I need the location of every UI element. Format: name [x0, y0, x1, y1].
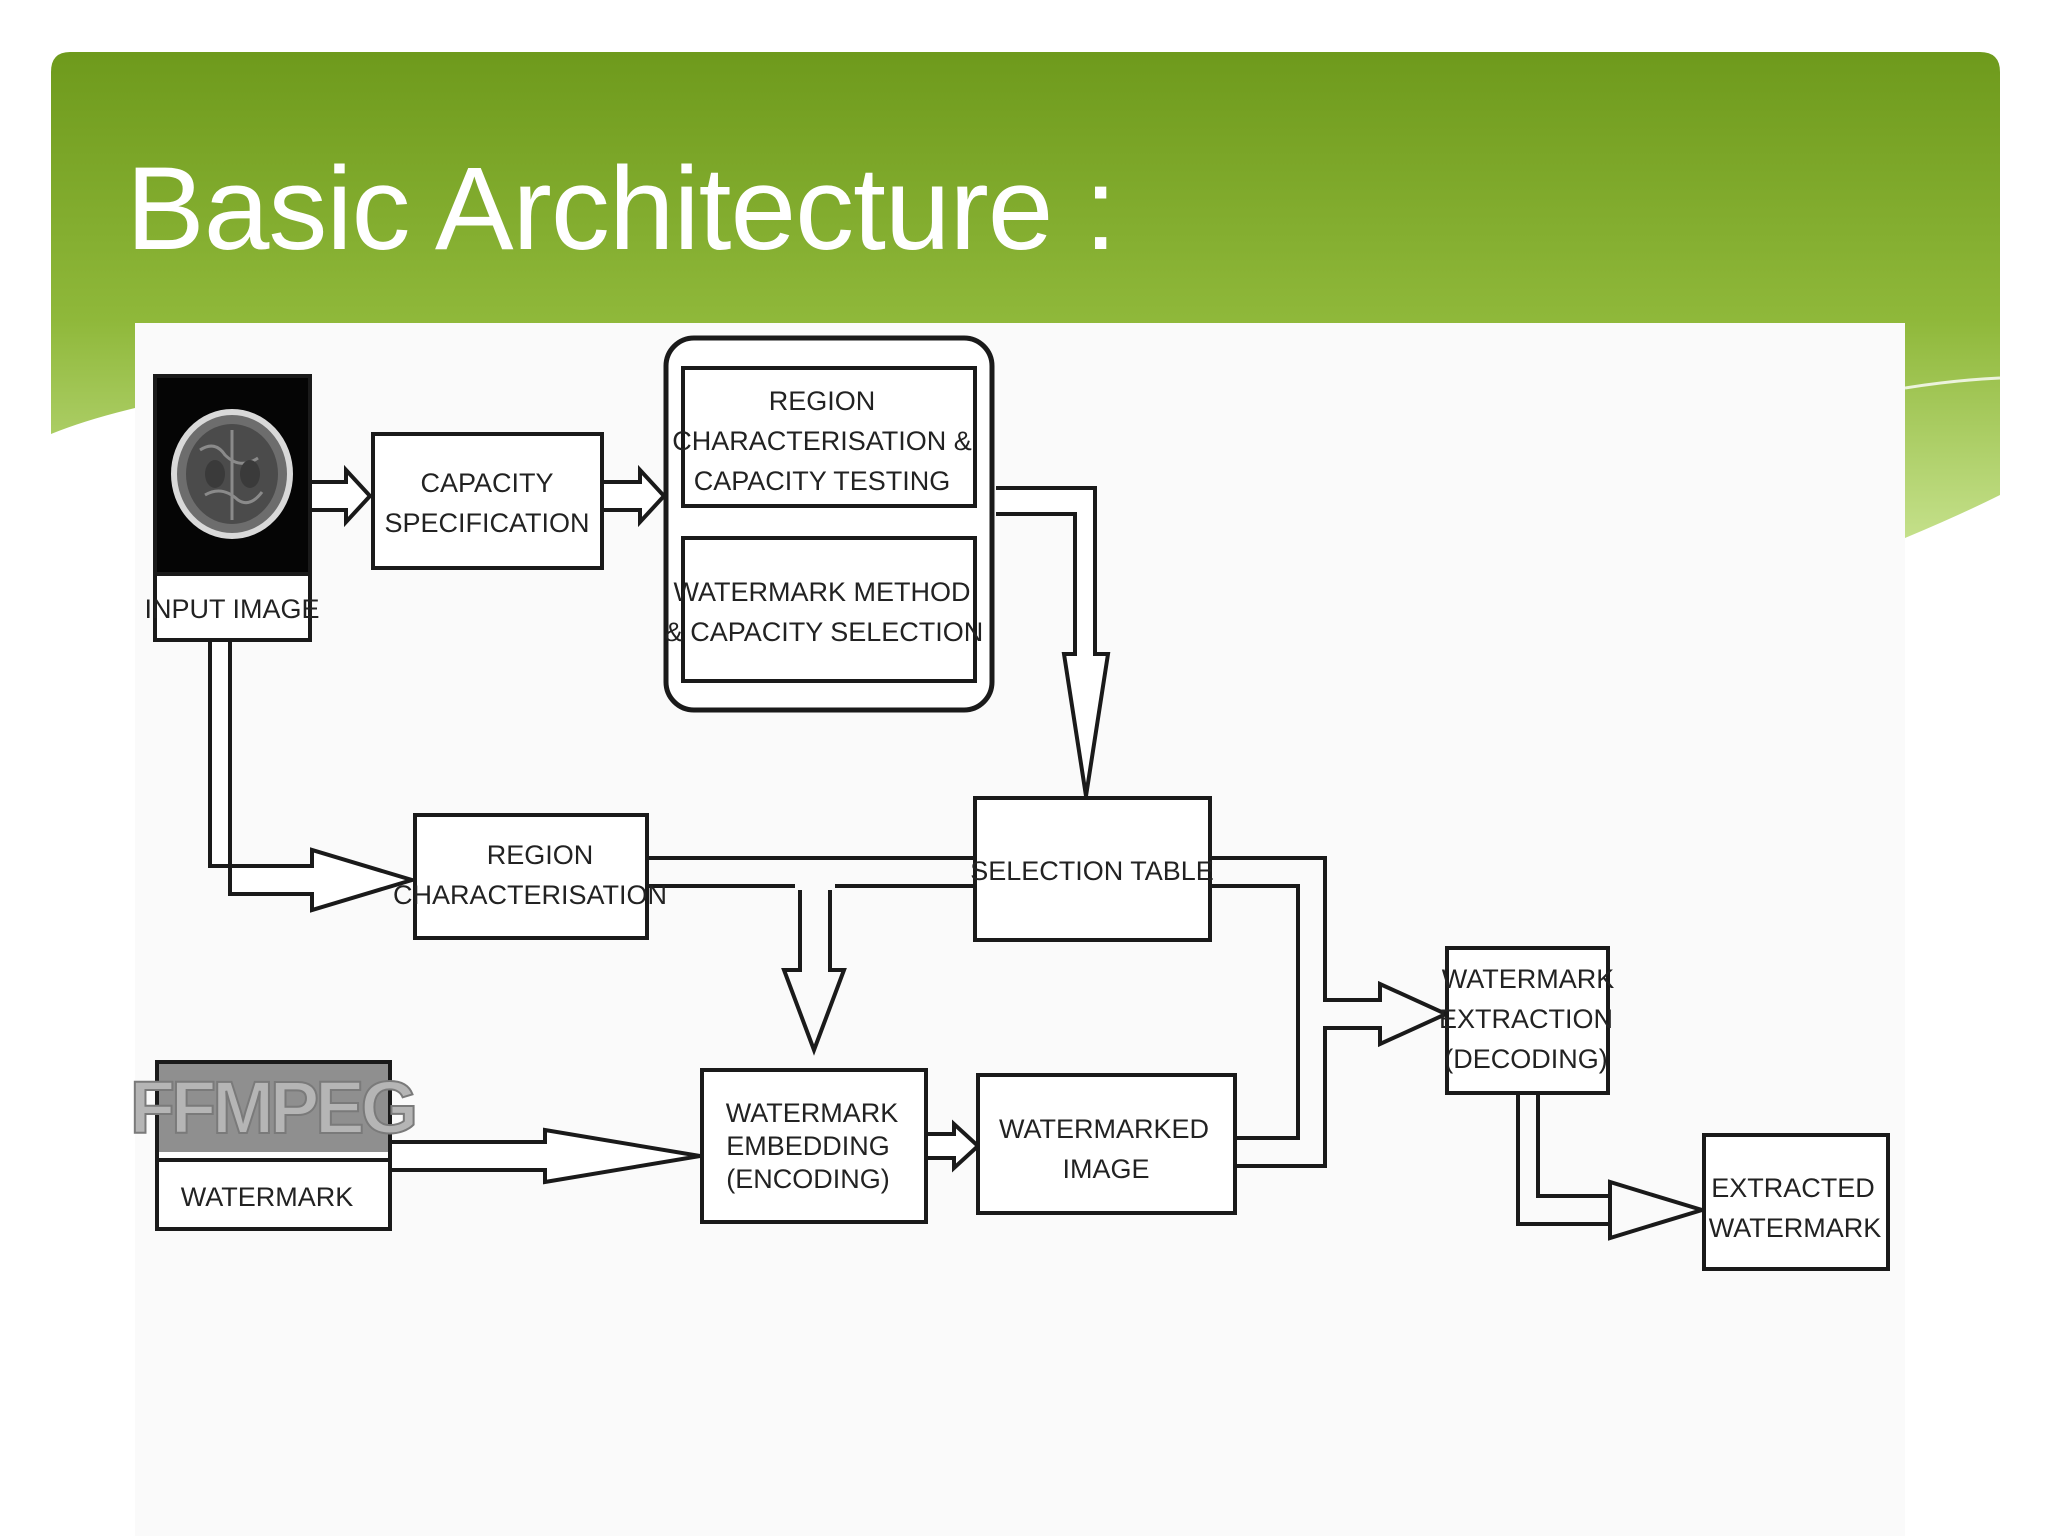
watermark-embedding-box — [700, 1068, 928, 1224]
wm-method-line-2: & CAPACITY SELECTION — [665, 617, 984, 647]
watermark-extraction-box — [1445, 946, 1610, 1095]
region-characterisation-capacity-testing-box — [681, 366, 977, 508]
input-image-label: INPUT IMAGE — [144, 594, 319, 624]
extracted-line-2: WATERMARK — [1709, 1213, 1882, 1243]
extracted-line-1: EXTRACTED — [1711, 1173, 1875, 1203]
arrow-watermark-to-embedding — [392, 1127, 701, 1185]
region-cap-line-3: CAPACITY TESTING — [694, 466, 951, 496]
watermark-label: WATERMARK — [181, 1182, 354, 1212]
selection-table-label: SELECTION TABLE — [970, 856, 1214, 886]
header-band — [51, 52, 2000, 538]
region-cap-line-1: REGION — [769, 386, 876, 416]
watermarked-image-box — [976, 1073, 1237, 1215]
brain-mri-icon — [171, 409, 293, 539]
extraction-line-3: (DECODING) — [1444, 1044, 1608, 1074]
watermark-method-box — [681, 536, 977, 683]
extracted-watermark-box — [1702, 1133, 1890, 1271]
region-char-line-2: CHARACTERISATION — [393, 880, 667, 910]
line-region-to-selection-table — [647, 856, 975, 888]
wm-method-line-1: WATERMARK METHOD — [674, 577, 971, 607]
extraction-line-2: EXTRACTION — [1439, 1004, 1613, 1034]
slide-title: Basic Architecture : — [126, 143, 1117, 275]
arrow-embedding-to-watermarked — [926, 1119, 981, 1173]
watermark-logo-area — [159, 1064, 388, 1152]
region-cap-line-2: CHARACTERISATION & — [672, 426, 972, 456]
extraction-line-1: WATERMARK — [1442, 964, 1615, 994]
arrow-group-to-selection-table — [996, 486, 1111, 797]
arrow-capacity-to-testing — [602, 464, 667, 528]
watermarked-line-1: WATERMARKED — [999, 1114, 1209, 1144]
line-watermarked-to-extraction — [1210, 884, 1300, 1140]
embedding-line-3: (ENCODING) — [726, 1164, 890, 1194]
capacity-specification-box — [371, 432, 604, 570]
capacity-spec-line-2: SPECIFICATION — [384, 508, 589, 538]
arrow-input-to-capacity — [310, 464, 373, 528]
selection-table-box — [973, 796, 1212, 942]
capacity-spec-line-1: CAPACITY — [420, 468, 553, 498]
embedding-line-1: WATERMARK — [726, 1098, 899, 1128]
region-characterisation-box — [413, 813, 649, 940]
arrow-selection-to-extraction — [1210, 856, 1451, 1168]
region-char-line-1: REGION — [487, 840, 594, 870]
embedding-line-2: EMBEDDING — [726, 1131, 890, 1161]
arrow-input-to-region — [208, 642, 419, 913]
arrow-extraction-to-extracted — [1516, 1095, 1709, 1241]
ffmpeg-logo: FFMPEG — [130, 1066, 414, 1149]
header-swoosh — [1904, 376, 2001, 390]
arrow-region-to-embedding — [781, 886, 847, 1056]
watermarked-line-2: IMAGE — [1062, 1154, 1149, 1184]
